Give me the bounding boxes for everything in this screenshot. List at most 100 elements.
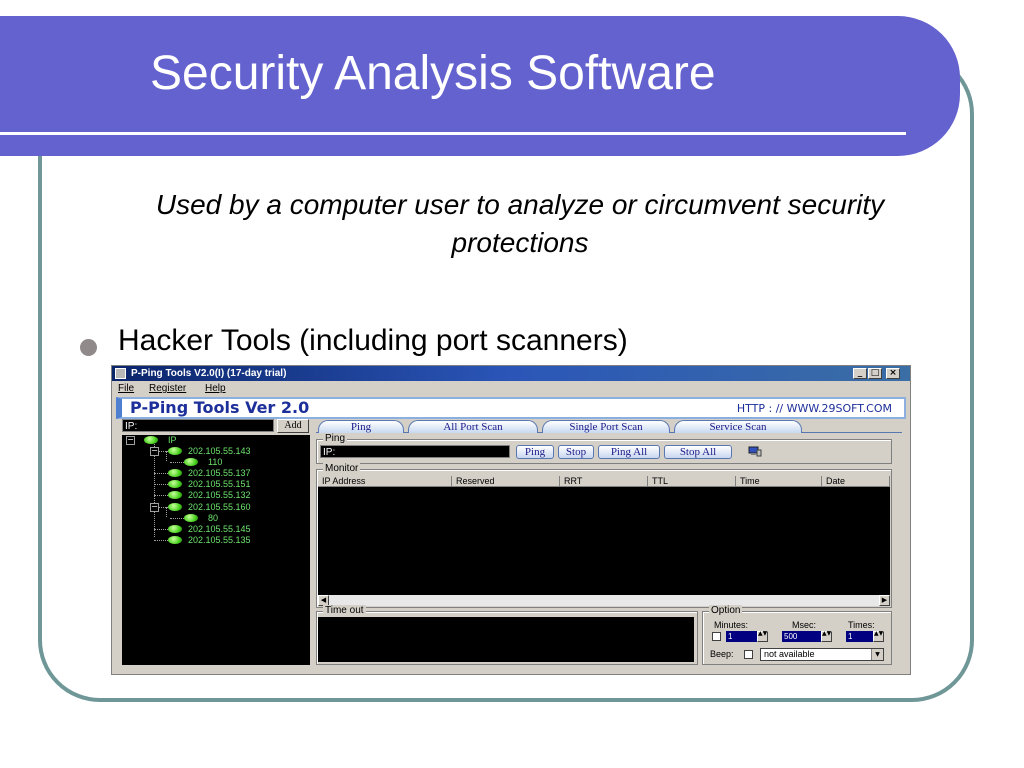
msec-value[interactable]: 500: [782, 631, 821, 642]
tree-connector: [154, 473, 168, 474]
beep-label: Beep:: [710, 649, 734, 659]
tree-connector: [166, 451, 167, 461]
tree-node[interactable]: 202.105.55.143: [188, 446, 251, 456]
slide-subtitle: Used by a computer user to analyze or ci…: [155, 189, 885, 258]
stop-button[interactable]: Stop: [558, 445, 594, 459]
monitor-table-header: IP Address Reserved RRT TTL Time Date: [318, 476, 890, 487]
msec-spinner[interactable]: 500 ▲▼: [782, 631, 832, 642]
node-icon: [168, 536, 182, 544]
times-value[interactable]: 1: [846, 631, 873, 642]
bullet-text: Hacker Tools (including port scanners): [118, 324, 628, 357]
tree-connector: [166, 507, 167, 517]
msec-label: Msec:: [792, 620, 817, 630]
app-icon: [115, 368, 126, 379]
minutes-label: Minutes:: [714, 620, 749, 630]
timeout-log: [318, 617, 694, 662]
host-ip-input[interactable]: IP:: [122, 419, 274, 432]
tree-connector: [154, 441, 155, 537]
tree-node[interactable]: 202.105.55.151: [188, 479, 251, 489]
app-header: P-Ping Tools Ver 2.0 HTTP : // WWW.29SOF…: [116, 397, 906, 419]
menu-help[interactable]: Help: [205, 383, 226, 394]
minimize-button[interactable]: _: [853, 368, 867, 379]
tree-connector: [154, 484, 168, 485]
beep-sound-select[interactable]: not available ▼: [760, 648, 884, 661]
tree-node[interactable]: 202.105.55.137: [188, 468, 251, 478]
beep-checkbox[interactable]: [744, 650, 753, 659]
column-time[interactable]: Time: [736, 476, 822, 487]
slide-title: Security Analysis Software: [150, 47, 716, 100]
option-group-label: Option: [709, 605, 743, 617]
scroll-right-icon[interactable]: ▶: [879, 595, 890, 606]
timeout-group: Time out: [316, 605, 698, 665]
tree-connector: [154, 495, 168, 496]
host-tree: − IP − 202.105.55.143 110 202.105.55.137…: [122, 435, 310, 665]
node-icon: [168, 447, 182, 455]
tree-connector: [154, 529, 168, 530]
menu-bar: File Register Help: [112, 381, 910, 396]
close-button[interactable]: ×: [886, 368, 900, 379]
window-title: P-Ping Tools V2.0(I) (17-day trial): [131, 368, 287, 379]
maximize-button[interactable]: □: [868, 368, 882, 379]
tree-node[interactable]: 202.105.55.160: [188, 502, 251, 512]
horizontal-scrollbar[interactable]: ◀ ▶: [318, 595, 890, 606]
column-reserved[interactable]: Reserved: [452, 476, 560, 487]
node-icon: [184, 514, 198, 522]
ping-group: Ping: [316, 433, 892, 464]
minutes-checkbox[interactable]: [712, 632, 721, 641]
tab-ping[interactable]: Ping: [318, 420, 404, 433]
tree-node[interactable]: 80: [208, 513, 219, 523]
title-underline: [0, 132, 906, 135]
app-url[interactable]: HTTP : // WWW.29SOFT.COM: [736, 402, 892, 415]
ping-button[interactable]: Ping: [516, 445, 554, 459]
node-icon: [168, 491, 182, 499]
node-icon: [168, 503, 182, 511]
tree-collapse-icon[interactable]: −: [126, 435, 135, 445]
network-monitor-icon[interactable]: [748, 446, 762, 457]
tree-collapse-icon[interactable]: −: [150, 446, 159, 456]
column-rrt[interactable]: RRT: [560, 476, 648, 487]
tab-all-port-scan[interactable]: All Port Scan: [408, 420, 538, 433]
tree-root-label[interactable]: IP: [168, 435, 177, 445]
ping-ip-input[interactable]: IP:: [320, 445, 510, 458]
bullet-icon: [80, 339, 97, 356]
times-spinner[interactable]: 1 ▲▼: [846, 631, 884, 642]
stop-all-button[interactable]: Stop All: [664, 445, 732, 459]
menu-file[interactable]: File: [118, 383, 135, 394]
chevron-down-icon[interactable]: ▼: [871, 649, 883, 660]
minutes-spinner[interactable]: 1 ▲▼: [726, 631, 768, 642]
monitor-group: Monitor: [316, 463, 892, 608]
node-icon: [168, 480, 182, 488]
option-group: Option: [702, 605, 892, 665]
spin-arrows-icon[interactable]: ▲▼: [873, 631, 884, 642]
add-button[interactable]: Add: [277, 419, 309, 433]
tree-node[interactable]: 110: [208, 457, 223, 467]
app-title: P-Ping Tools Ver 2.0: [130, 398, 310, 417]
tree-connector: [158, 507, 168, 508]
menu-register[interactable]: Register: [149, 383, 187, 394]
timeout-group-label: Time out: [323, 605, 366, 617]
node-icon: [168, 525, 182, 533]
tree-connector: [158, 451, 168, 452]
tree-node[interactable]: 202.105.55.132: [188, 490, 251, 500]
column-date[interactable]: Date: [822, 476, 890, 487]
beep-sound-value: not available: [764, 649, 815, 659]
tree-connector: [154, 540, 168, 541]
tree-node[interactable]: 202.105.55.145: [188, 524, 251, 534]
monitor-group-label: Monitor: [323, 463, 361, 475]
ping-tools-window: P-Ping Tools V2.0(I) (17-day trial) _ □ …: [112, 366, 910, 674]
column-ttl[interactable]: TTL: [648, 476, 736, 487]
node-icon: [184, 458, 198, 466]
spin-arrows-icon[interactable]: ▲▼: [757, 631, 768, 642]
minutes-value[interactable]: 1: [726, 631, 757, 642]
ping-all-button[interactable]: Ping All: [598, 445, 660, 459]
tree-collapse-icon[interactable]: −: [150, 502, 159, 512]
node-icon: [168, 469, 182, 477]
spin-arrows-icon[interactable]: ▲▼: [821, 631, 832, 642]
tab-single-port-scan[interactable]: Single Port Scan: [542, 420, 670, 433]
tab-service-scan[interactable]: Service Scan: [674, 420, 802, 433]
window-titlebar[interactable]: P-Ping Tools V2.0(I) (17-day trial) _ □ …: [112, 366, 910, 381]
column-ip-address[interactable]: IP Address: [318, 476, 452, 487]
node-icon: [144, 436, 158, 444]
tree-node[interactable]: 202.105.55.135: [188, 535, 251, 545]
monitor-table-body[interactable]: [318, 487, 890, 595]
